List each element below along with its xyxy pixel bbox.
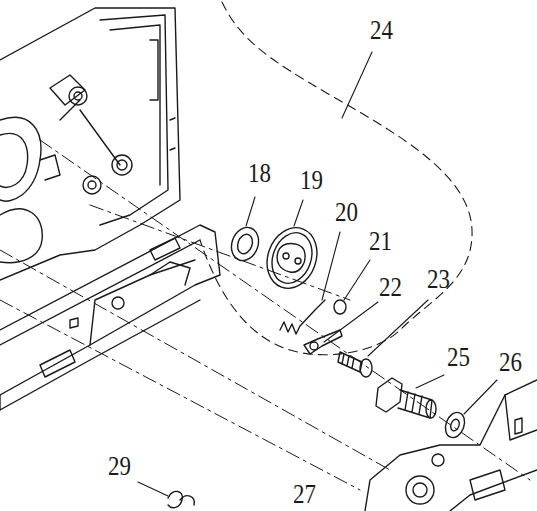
rail-bracket	[0, 225, 220, 410]
callout-number: 26	[499, 349, 522, 376]
callout-number: 29	[108, 453, 131, 480]
housing-part	[365, 380, 537, 511]
callout-number: 19	[300, 167, 323, 194]
leader-lines	[138, 52, 497, 496]
clip	[168, 491, 194, 507]
cam-plate	[259, 221, 325, 296]
callout-number: 25	[447, 344, 470, 371]
callout-number: 18	[248, 160, 271, 187]
axis-lines	[0, 140, 530, 490]
frame-plate	[0, 8, 180, 280]
spring	[280, 300, 325, 334]
callout-number: 22	[379, 274, 402, 301]
small-nut	[334, 300, 346, 314]
callout-number: 24	[370, 17, 393, 44]
hex-bolt	[376, 378, 436, 418]
washer	[227, 224, 263, 265]
screw	[338, 352, 372, 377]
group-outline	[200, 2, 472, 355]
callout-number: 21	[369, 228, 392, 255]
callout-number: 27	[293, 481, 316, 508]
callout-number: 23	[427, 266, 450, 293]
lever	[304, 330, 342, 354]
callout-number: 20	[335, 199, 358, 226]
